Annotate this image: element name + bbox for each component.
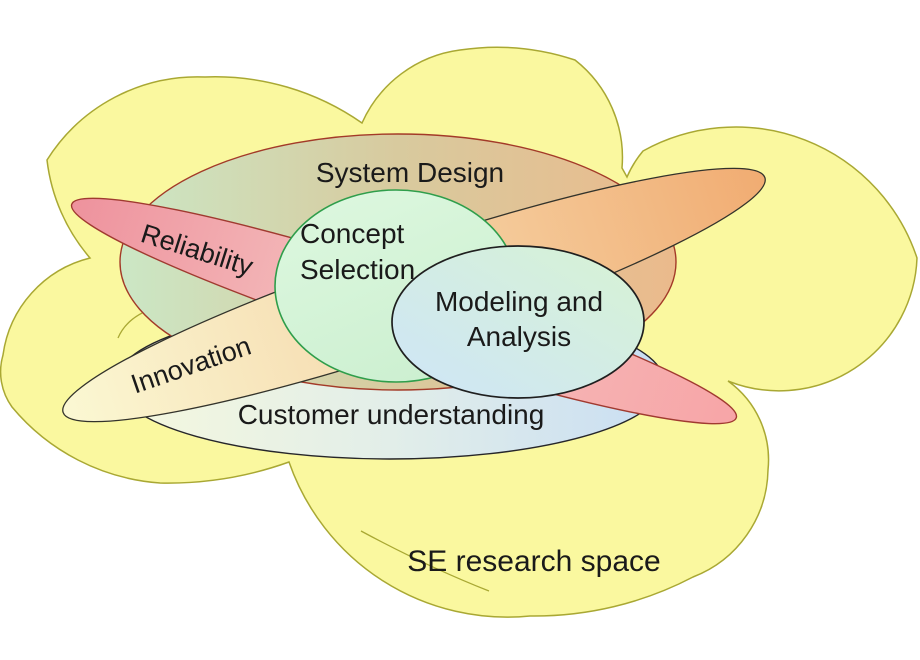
label-customer-understanding: Customer understanding [238, 399, 545, 430]
label-concept-selection-line1: Concept [300, 218, 405, 249]
cloud-interior-seam-bottom [360, 530, 490, 592]
label-se-research-space: SE research space [407, 545, 660, 578]
label-modeling-analysis-line1: Modeling and [435, 286, 603, 317]
label-concept-selection-line2: Selection [300, 254, 415, 285]
label-system-design: System Design [316, 157, 504, 188]
region-modeling-analysis [391, 245, 645, 399]
label-modeling-analysis-line2: Analysis [467, 321, 571, 352]
